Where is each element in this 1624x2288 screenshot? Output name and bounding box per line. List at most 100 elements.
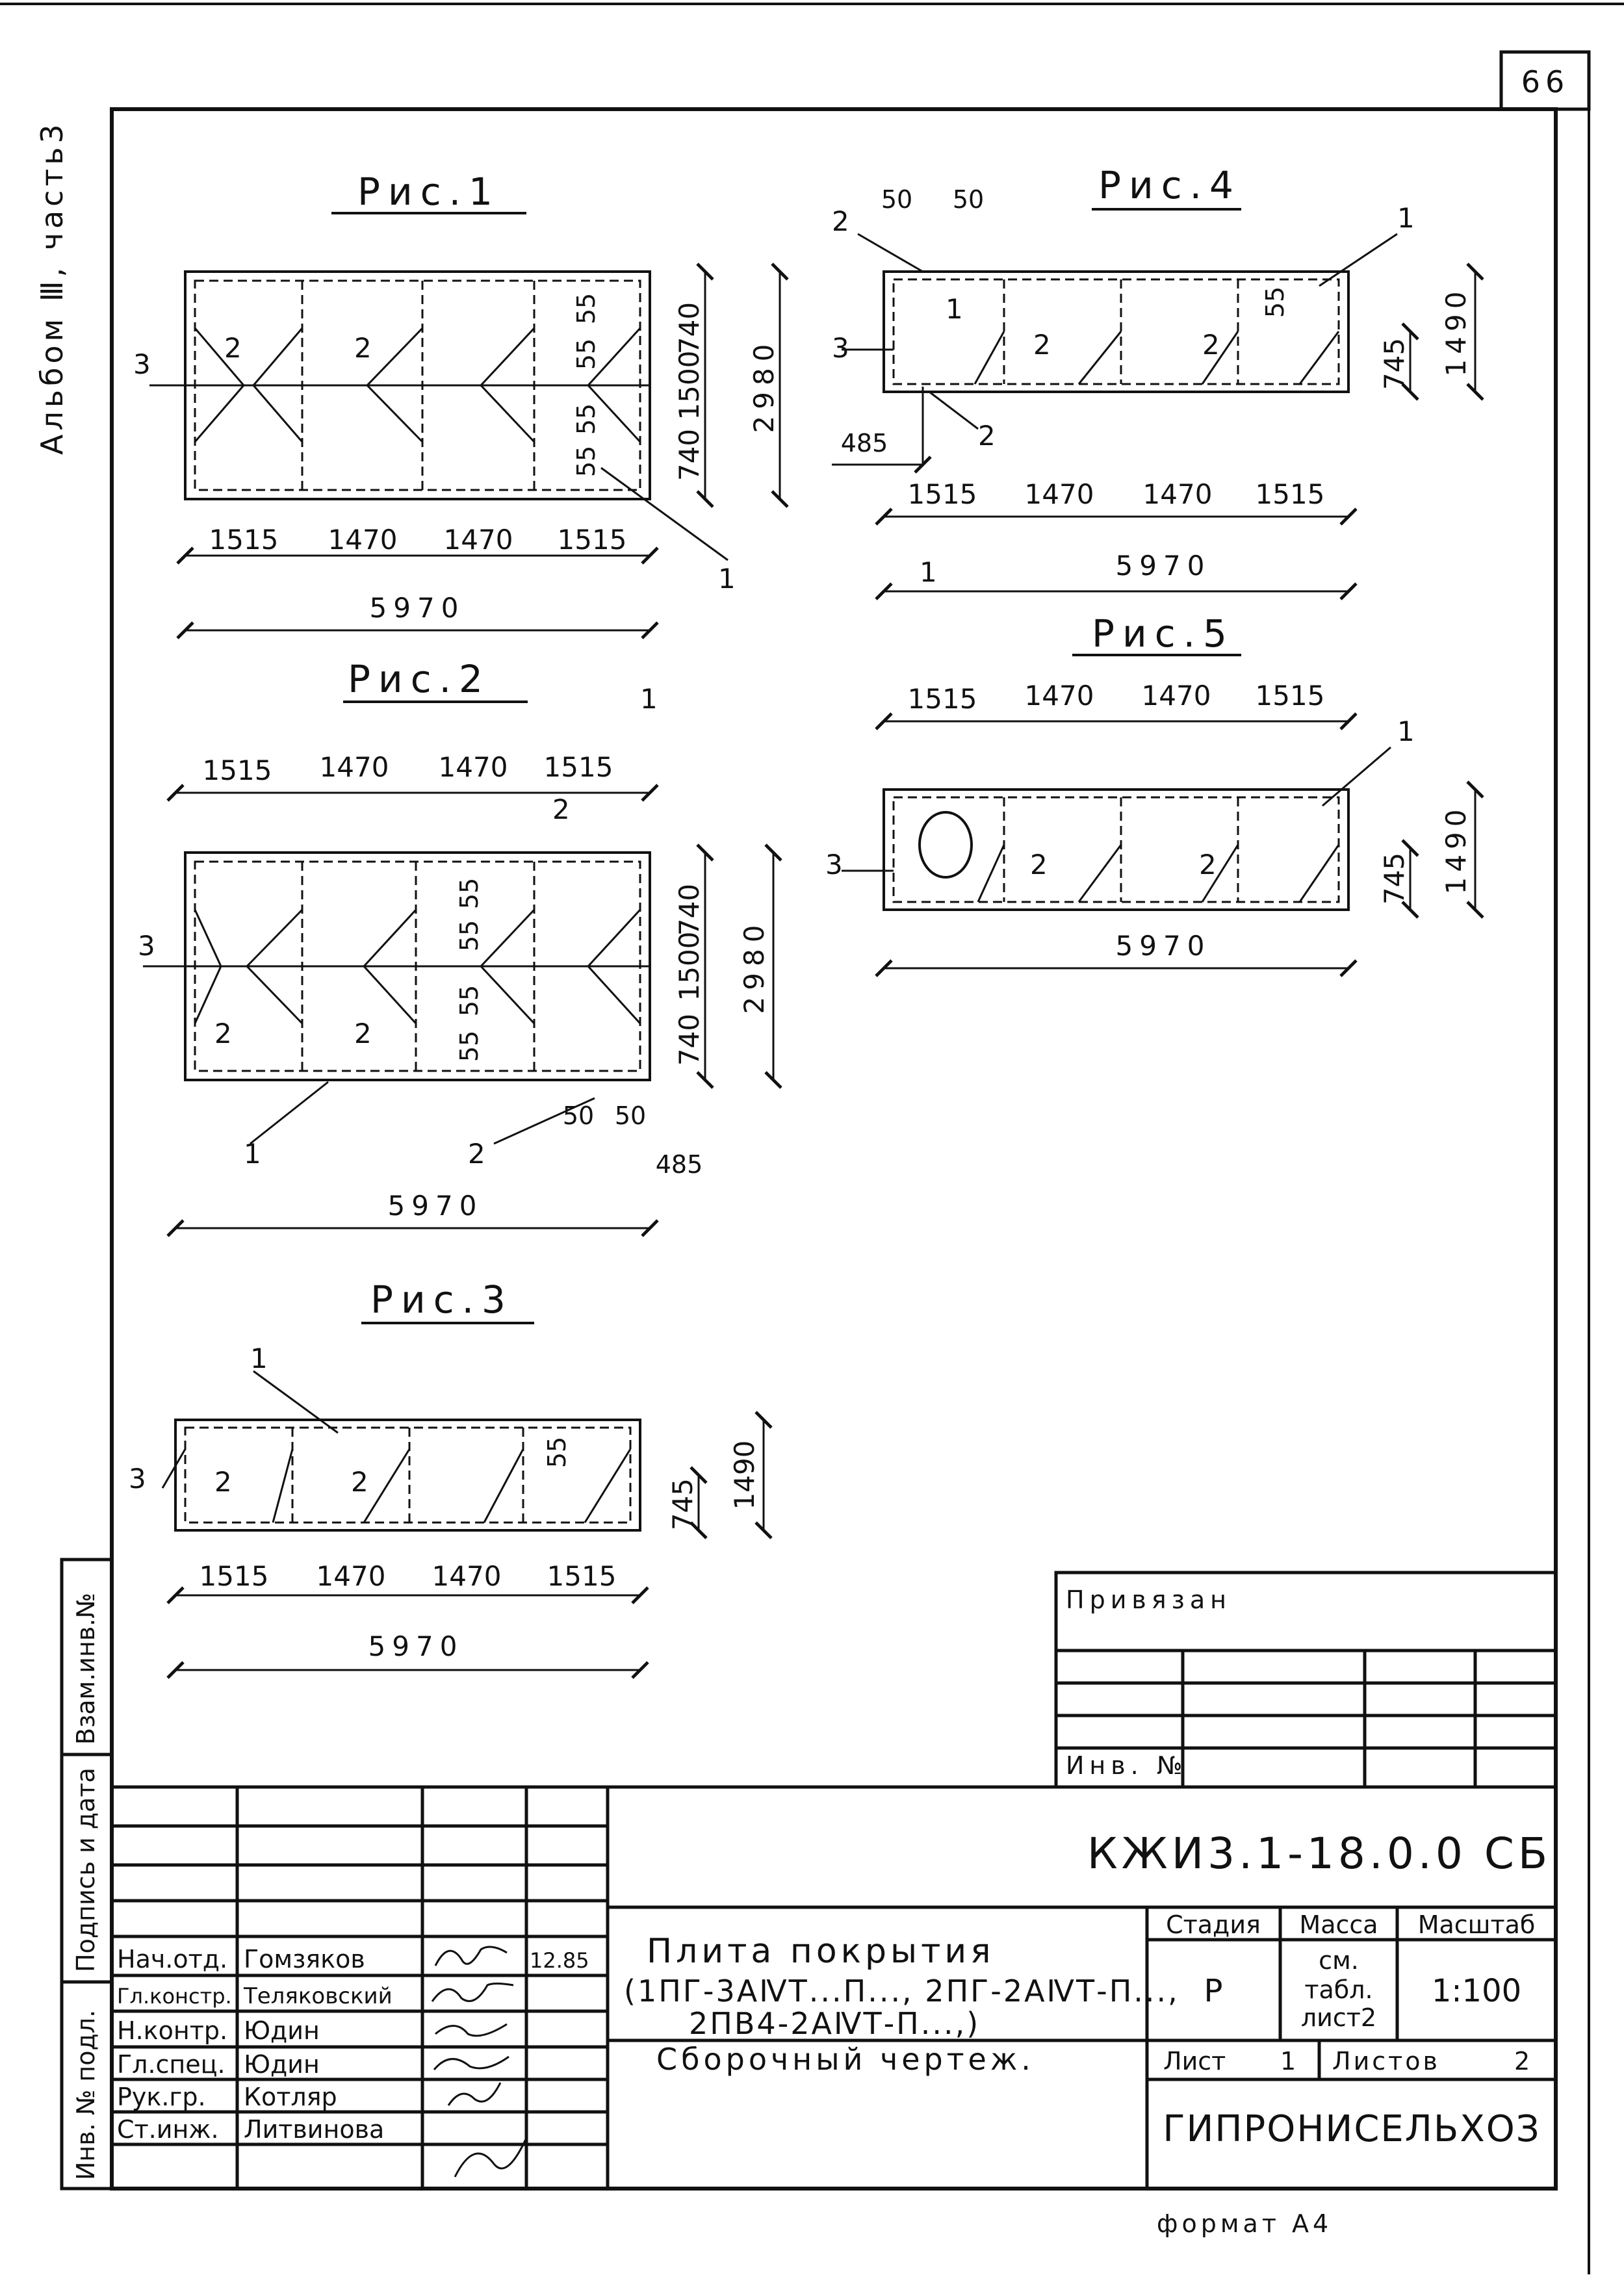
fig3-callout-2b: 2 [351,1466,368,1498]
mass-header: Масса [1299,1910,1378,1939]
fig4-callout-1c: 1 [920,556,937,588]
fig2-dim-1: 1515 [203,754,272,786]
fig5-dim-2: 1470 [1025,680,1094,712]
figure-2: Рис.2 1515 1470 1470 1515 5970 740 1500 … [138,657,782,1237]
fig5-dim-3: 1470 [1142,680,1211,712]
sig-name-1: Гомзяков [244,1945,365,1973]
fig1-spacing-4: 55 [572,446,600,477]
fig2-title: Рис.2 [348,657,491,701]
fig5-dim-1: 1515 [908,683,977,715]
sheet-value: 1 [1280,2047,1296,2076]
fig2-slab [143,851,651,1145]
scale-value: 1:100 [1432,1973,1521,2009]
fig2-dim-r1: 740 [673,884,705,936]
fig1-dim-1: 1515 [209,524,279,556]
figure-1: Рис.1 1515 1470 1470 1515 5970 740 1500 … [133,170,789,639]
fig4-callout-2a: 2 [832,205,849,237]
fig5-dims [875,712,1484,977]
fig5-dim-4: 1515 [1256,680,1325,712]
fig1-title: Рис.1 [357,170,500,214]
fig2-dim-r3: 740 [673,1014,705,1066]
fig3-dim-4: 1515 [547,1560,617,1592]
binding-header: Привязан [1066,1586,1231,1614]
fig2-callout-2d: 2 [468,1138,485,1170]
organization: ГИПРОНИСЕЛЬХОЗ [1163,2108,1540,2150]
fig2-callout-1a: 1 [640,683,658,715]
fig3-dim-r1: 745 [667,1478,699,1530]
fig3-dim-2: 1470 [316,1560,386,1592]
fig3-total-width: 1490 [728,1441,760,1510]
fig3-callout-3: 3 [129,1463,146,1495]
sig-name-2: Теляковский [243,1983,393,2009]
fig4-offset-3: 485 [841,429,888,457]
fig3-callout-1: 1 [250,1343,268,1374]
fig1-total-width: 2980 [748,338,780,433]
fig2-callout-3: 3 [138,930,155,962]
sig-role-5: Рук.гр. [117,2083,206,2111]
fig1-spacing-2: 55 [572,339,600,370]
fig1-dim-r3: 740 [673,429,705,481]
fig4-title: Рис.4 [1098,163,1241,207]
doc-name-line3: 2ПВ4-2АⅣТ-П...,) [689,2006,980,2041]
fig2-offset-3: 485 [656,1150,703,1179]
fig2-callout-2b: 2 [214,1018,232,1049]
fig5-total-width: 1490 [1440,804,1472,895]
fig5-callout-2b: 2 [1199,849,1217,880]
binding-inv-label: Инв. № [1066,1751,1187,1780]
fig4-dim-2: 1470 [1025,478,1094,510]
scale-header: Масштаб [1418,1910,1536,1939]
album-label: Альбом Ⅲ, часть3 [34,120,70,455]
sig-name-3: Юдин [244,2016,320,2045]
fig2-callout-2a: 2 [552,793,570,825]
fig2-dims [166,784,782,1237]
sheets-label: Листов [1332,2047,1440,2076]
fig5-total-length: 5970 [1116,930,1211,962]
figure-5: Рис.5 1515 1470 1470 1515 5970 745 1490 … [825,611,1484,977]
fig3-slab [161,1370,641,1532]
fig5-callout-1: 1 [1397,715,1415,747]
fig4-dim-4: 1515 [1256,478,1325,510]
fig4-callout-2d: 2 [1202,329,1220,361]
sig-role-3: Н.контр. [117,2016,227,2045]
left-strip-label-mid: Подпись и дата [71,1767,100,1972]
fig4-total-length: 5970 [1116,550,1211,582]
fig4-callout-2c: 2 [1033,329,1051,361]
sig-name-5: Котляр [244,2083,337,2111]
left-strip-label-bot: Инв. № подл. [71,2010,100,2180]
fig4-dim-1: 1515 [908,478,977,510]
fig2-total-length: 5970 [388,1190,483,1222]
fig5-slab [842,746,1391,911]
fig2-dim-3: 1470 [439,751,508,783]
stage-header: Стадия [1166,1910,1261,1939]
fig1-callout-1: 1 [718,563,736,595]
fig3-dim-3: 1470 [432,1560,502,1592]
fig1-dim-4: 1515 [558,524,627,556]
sig-date-1: 12.85 [530,1948,589,1973]
fig3-dims [166,1411,773,1679]
fig2-spacing-2: 55 [455,920,483,951]
fig4-offset-1: 50 [881,185,912,214]
fig4-callout-1a: 1 [1397,202,1415,234]
fig1-callout-2b: 2 [354,332,372,364]
fig1-spacing-3: 55 [572,404,600,435]
fig5-dim-r1: 745 [1378,853,1410,905]
fig1-dim-r2: 1500 [673,351,705,420]
sheet-label: Лист [1163,2047,1226,2076]
fig4-dim-3: 1470 [1143,478,1213,510]
figure-4: Рис.4 1515 1470 1470 1515 5970 745 [832,163,1484,600]
figure-3: Рис.3 1515 1470 1470 1515 5970 745 1490 … [129,1278,773,1679]
fig2-total-width: 2980 [738,919,770,1014]
fig2-spacing-1: 55 [455,878,483,909]
mass-value-1: см. [1319,1946,1359,1975]
fig4-offset-2: 50 [953,185,984,214]
stage-value: Р [1204,1973,1223,2009]
fig2-dim-4: 1515 [544,751,613,783]
fig2-dim-r2: 1500 [673,932,705,1001]
fig4-callout-2b: 2 [978,420,996,452]
page-number: 66 [1521,64,1570,99]
fig3-total-length: 5970 [368,1630,464,1662]
fig1-callout-3: 3 [133,348,151,380]
doc-name-line1: Плита покрытия [647,1932,994,1971]
fig4-dim-r1: 745 [1378,338,1410,390]
fig1-slab [149,270,728,561]
